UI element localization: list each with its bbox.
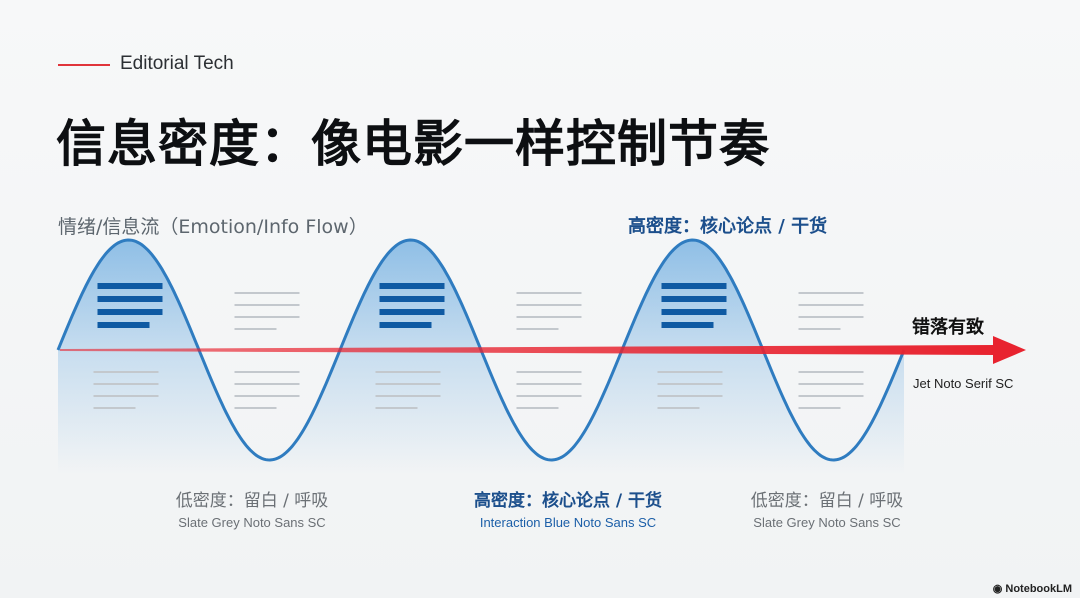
light-text-line [234, 304, 300, 306]
caption-sub: Slate Grey Noto Sans SC [753, 515, 901, 530]
dense-text-bar [97, 322, 150, 328]
light-text-line [516, 383, 582, 385]
notebooklm-logo: ◉ NotebookLM [993, 582, 1072, 595]
caption-low-density-2: 低密度：留白 / 呼吸 Slate Grey Noto Sans SC [707, 486, 947, 530]
light-text-line [798, 316, 864, 318]
arrow-label: 错落有致 [912, 317, 984, 338]
dense-text-bar [379, 309, 445, 315]
light-text-line [798, 383, 864, 385]
light-text-line [516, 304, 582, 306]
light-text-line [234, 371, 300, 373]
dense-text-bar [379, 322, 432, 328]
kicker: Editorial Tech [120, 53, 234, 74]
light-text-line [798, 304, 864, 306]
light-text-line [516, 407, 559, 409]
light-text-line [516, 395, 582, 397]
dense-text-bar [379, 296, 445, 302]
light-text-line [798, 328, 841, 330]
light-text-line [93, 407, 136, 409]
light-text-line [516, 316, 582, 318]
dense-text-bar [97, 296, 163, 302]
light-text-line [234, 328, 277, 330]
caption-sub: Interaction Blue Noto Sans SC [479, 515, 657, 530]
accent-rule [58, 64, 110, 66]
light-text-line [234, 316, 300, 318]
dense-text-bar [97, 283, 163, 289]
caption-title: 高密度：核心论点 / 干货 [473, 491, 663, 511]
caption-low-density-1: 低密度：留白 / 呼吸 Slate Grey Noto Sans SC [132, 486, 372, 530]
light-text-line [798, 407, 841, 409]
light-text-line [798, 371, 864, 373]
light-text-line [93, 395, 159, 397]
light-text-line [375, 395, 441, 397]
caption-high-density: 高密度：核心论点 / 干货 Interaction Blue Noto Sans… [448, 486, 688, 530]
light-text-line [516, 328, 559, 330]
light-text-line [234, 383, 300, 385]
brand-text: NotebookLM [1005, 583, 1072, 595]
light-text-line [798, 292, 864, 294]
caption-sub: Slate Grey Noto Sans SC [178, 515, 326, 530]
light-text-line [234, 292, 300, 294]
dense-text-bar [97, 309, 163, 315]
timeline-arrow-shaft [60, 345, 995, 355]
light-text-line [234, 407, 277, 409]
light-text-line [375, 371, 441, 373]
dense-text-bar [379, 283, 445, 289]
wave-fill [58, 240, 904, 475]
light-text-line [234, 395, 300, 397]
dense-text-bar [661, 296, 727, 302]
light-text-line [657, 371, 723, 373]
dense-text-bar [661, 283, 727, 289]
caption-title: 低密度：留白 / 呼吸 [175, 491, 329, 511]
light-text-line [93, 371, 159, 373]
light-text-line [93, 383, 159, 385]
y-axis-label: 情绪/信息流（Emotion/Info Flow） [58, 216, 368, 238]
arrow-sublabel: Jet Noto Serif SC [913, 376, 1014, 391]
light-text-line [798, 395, 864, 397]
light-text-line [516, 292, 582, 294]
dense-text-bar [661, 309, 727, 315]
slide-title: 信息密度：像电影一样控制节奏 [56, 115, 770, 173]
dense-text-bar [661, 322, 714, 328]
light-text-line [375, 383, 441, 385]
light-text-line [657, 407, 700, 409]
light-text-line [516, 371, 582, 373]
high-density-top-label: 高密度：核心论点 / 干货 [628, 216, 828, 237]
light-text-line [657, 395, 723, 397]
arrow-head-icon [993, 336, 1026, 364]
light-text-line [657, 383, 723, 385]
caption-title: 低密度：留白 / 呼吸 [750, 491, 904, 511]
light-text-line [375, 407, 418, 409]
logo-icon: ◉ [992, 583, 1006, 595]
